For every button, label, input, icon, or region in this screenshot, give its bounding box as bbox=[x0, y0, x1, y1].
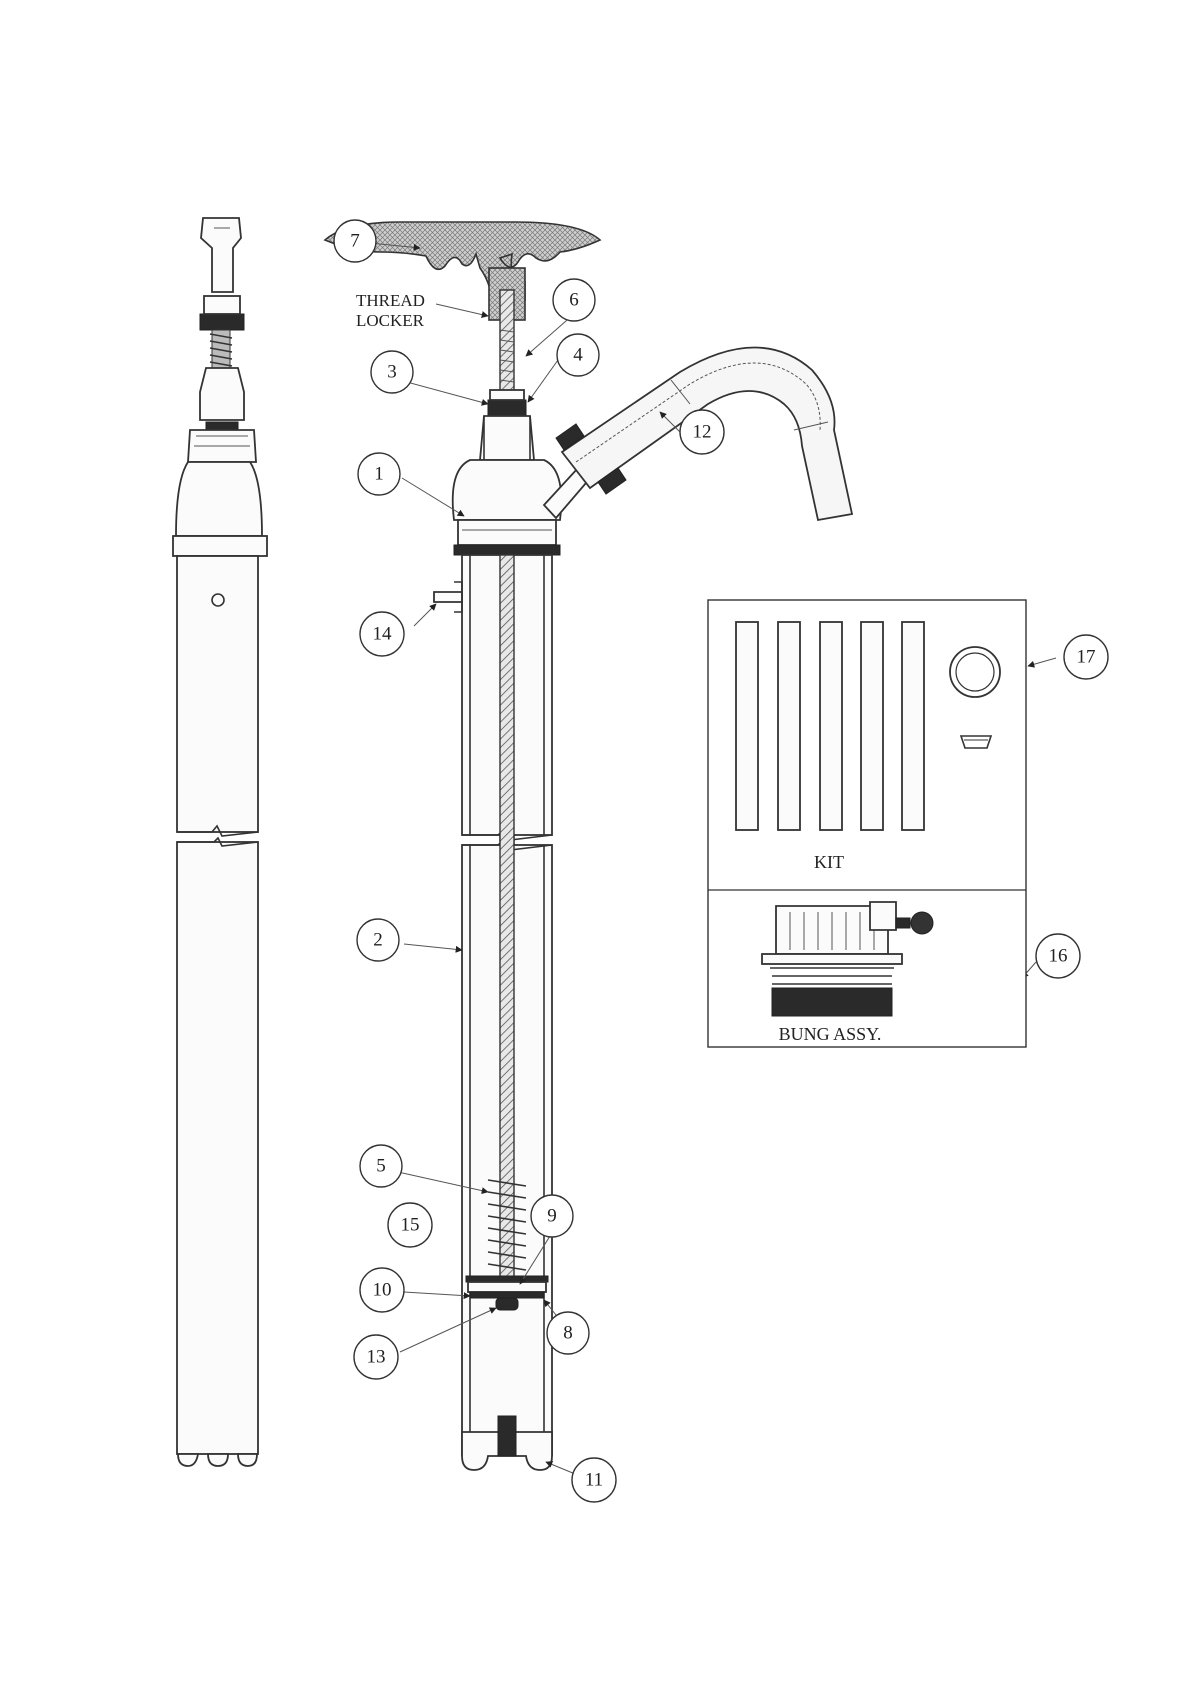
svg-text:11: 11 bbox=[585, 1470, 603, 1491]
kit-label: KIT bbox=[814, 852, 844, 872]
balloon-9: 9 bbox=[531, 1195, 573, 1237]
exterior-dome bbox=[176, 462, 262, 536]
kit-washer bbox=[961, 736, 991, 748]
svg-text:12: 12 bbox=[693, 422, 712, 443]
balloon-2: 2 bbox=[357, 919, 399, 961]
svg-text:5: 5 bbox=[376, 1156, 386, 1177]
svg-text:1: 1 bbox=[374, 464, 384, 485]
thread-locker-line1: THREAD bbox=[356, 291, 425, 310]
svg-text:10: 10 bbox=[373, 1280, 392, 1301]
grip-nut bbox=[200, 314, 244, 330]
balloon-17: 17 bbox=[1064, 635, 1108, 679]
kit-strip-4 bbox=[861, 622, 883, 830]
svg-text:2: 2 bbox=[373, 930, 383, 951]
balloon-16: 16 bbox=[1036, 934, 1080, 978]
balloon-10: 10 bbox=[360, 1268, 404, 1312]
balloon-5: 5 bbox=[360, 1145, 402, 1187]
exterior-band bbox=[173, 536, 267, 556]
svg-text:7: 7 bbox=[350, 231, 360, 252]
svg-text:13: 13 bbox=[367, 1347, 386, 1368]
piston-nut bbox=[496, 1298, 518, 1310]
svg-text:9: 9 bbox=[547, 1206, 557, 1227]
svg-text:14: 14 bbox=[373, 624, 393, 645]
svg-text:8: 8 bbox=[563, 1323, 573, 1344]
balloon-8: 8 bbox=[547, 1312, 589, 1354]
balloon-6: 6 bbox=[553, 279, 595, 321]
svg-text:4: 4 bbox=[573, 345, 583, 366]
balloon-14: 14 bbox=[360, 612, 404, 656]
kit-strip-5 bbox=[902, 622, 924, 830]
bung-vent-knob bbox=[911, 912, 933, 934]
balloon-4: 4 bbox=[557, 334, 599, 376]
balloon-13: 13 bbox=[354, 1335, 398, 1379]
svg-text:16: 16 bbox=[1049, 946, 1068, 967]
body-seal-ring bbox=[454, 545, 560, 555]
balloon-12: 12 bbox=[680, 410, 724, 454]
bung-thread bbox=[772, 988, 892, 1016]
grip-cap bbox=[201, 218, 241, 292]
svg-text:6: 6 bbox=[569, 290, 579, 311]
balloon-1: 1 bbox=[358, 453, 400, 495]
packing-nut bbox=[488, 400, 526, 416]
piston-washer bbox=[466, 1276, 548, 1282]
thread-locker-line2: LOCKER bbox=[356, 311, 425, 330]
balloon-3: 3 bbox=[371, 351, 413, 393]
svg-text:15: 15 bbox=[401, 1215, 420, 1236]
kit-strip-2 bbox=[778, 622, 800, 830]
exterior-spring bbox=[210, 330, 232, 368]
svg-text:17: 17 bbox=[1077, 647, 1096, 668]
bung-label: BUNG ASSY. bbox=[779, 1024, 882, 1044]
balloon-11: 11 bbox=[572, 1458, 616, 1502]
pump-exterior-view bbox=[173, 218, 267, 1466]
balloon-15: 15 bbox=[388, 1203, 432, 1247]
kit-strip-3 bbox=[820, 622, 842, 830]
svg-text:3: 3 bbox=[387, 362, 397, 383]
balloon-7: 7 bbox=[334, 220, 376, 262]
kit-strip-1 bbox=[736, 622, 758, 830]
